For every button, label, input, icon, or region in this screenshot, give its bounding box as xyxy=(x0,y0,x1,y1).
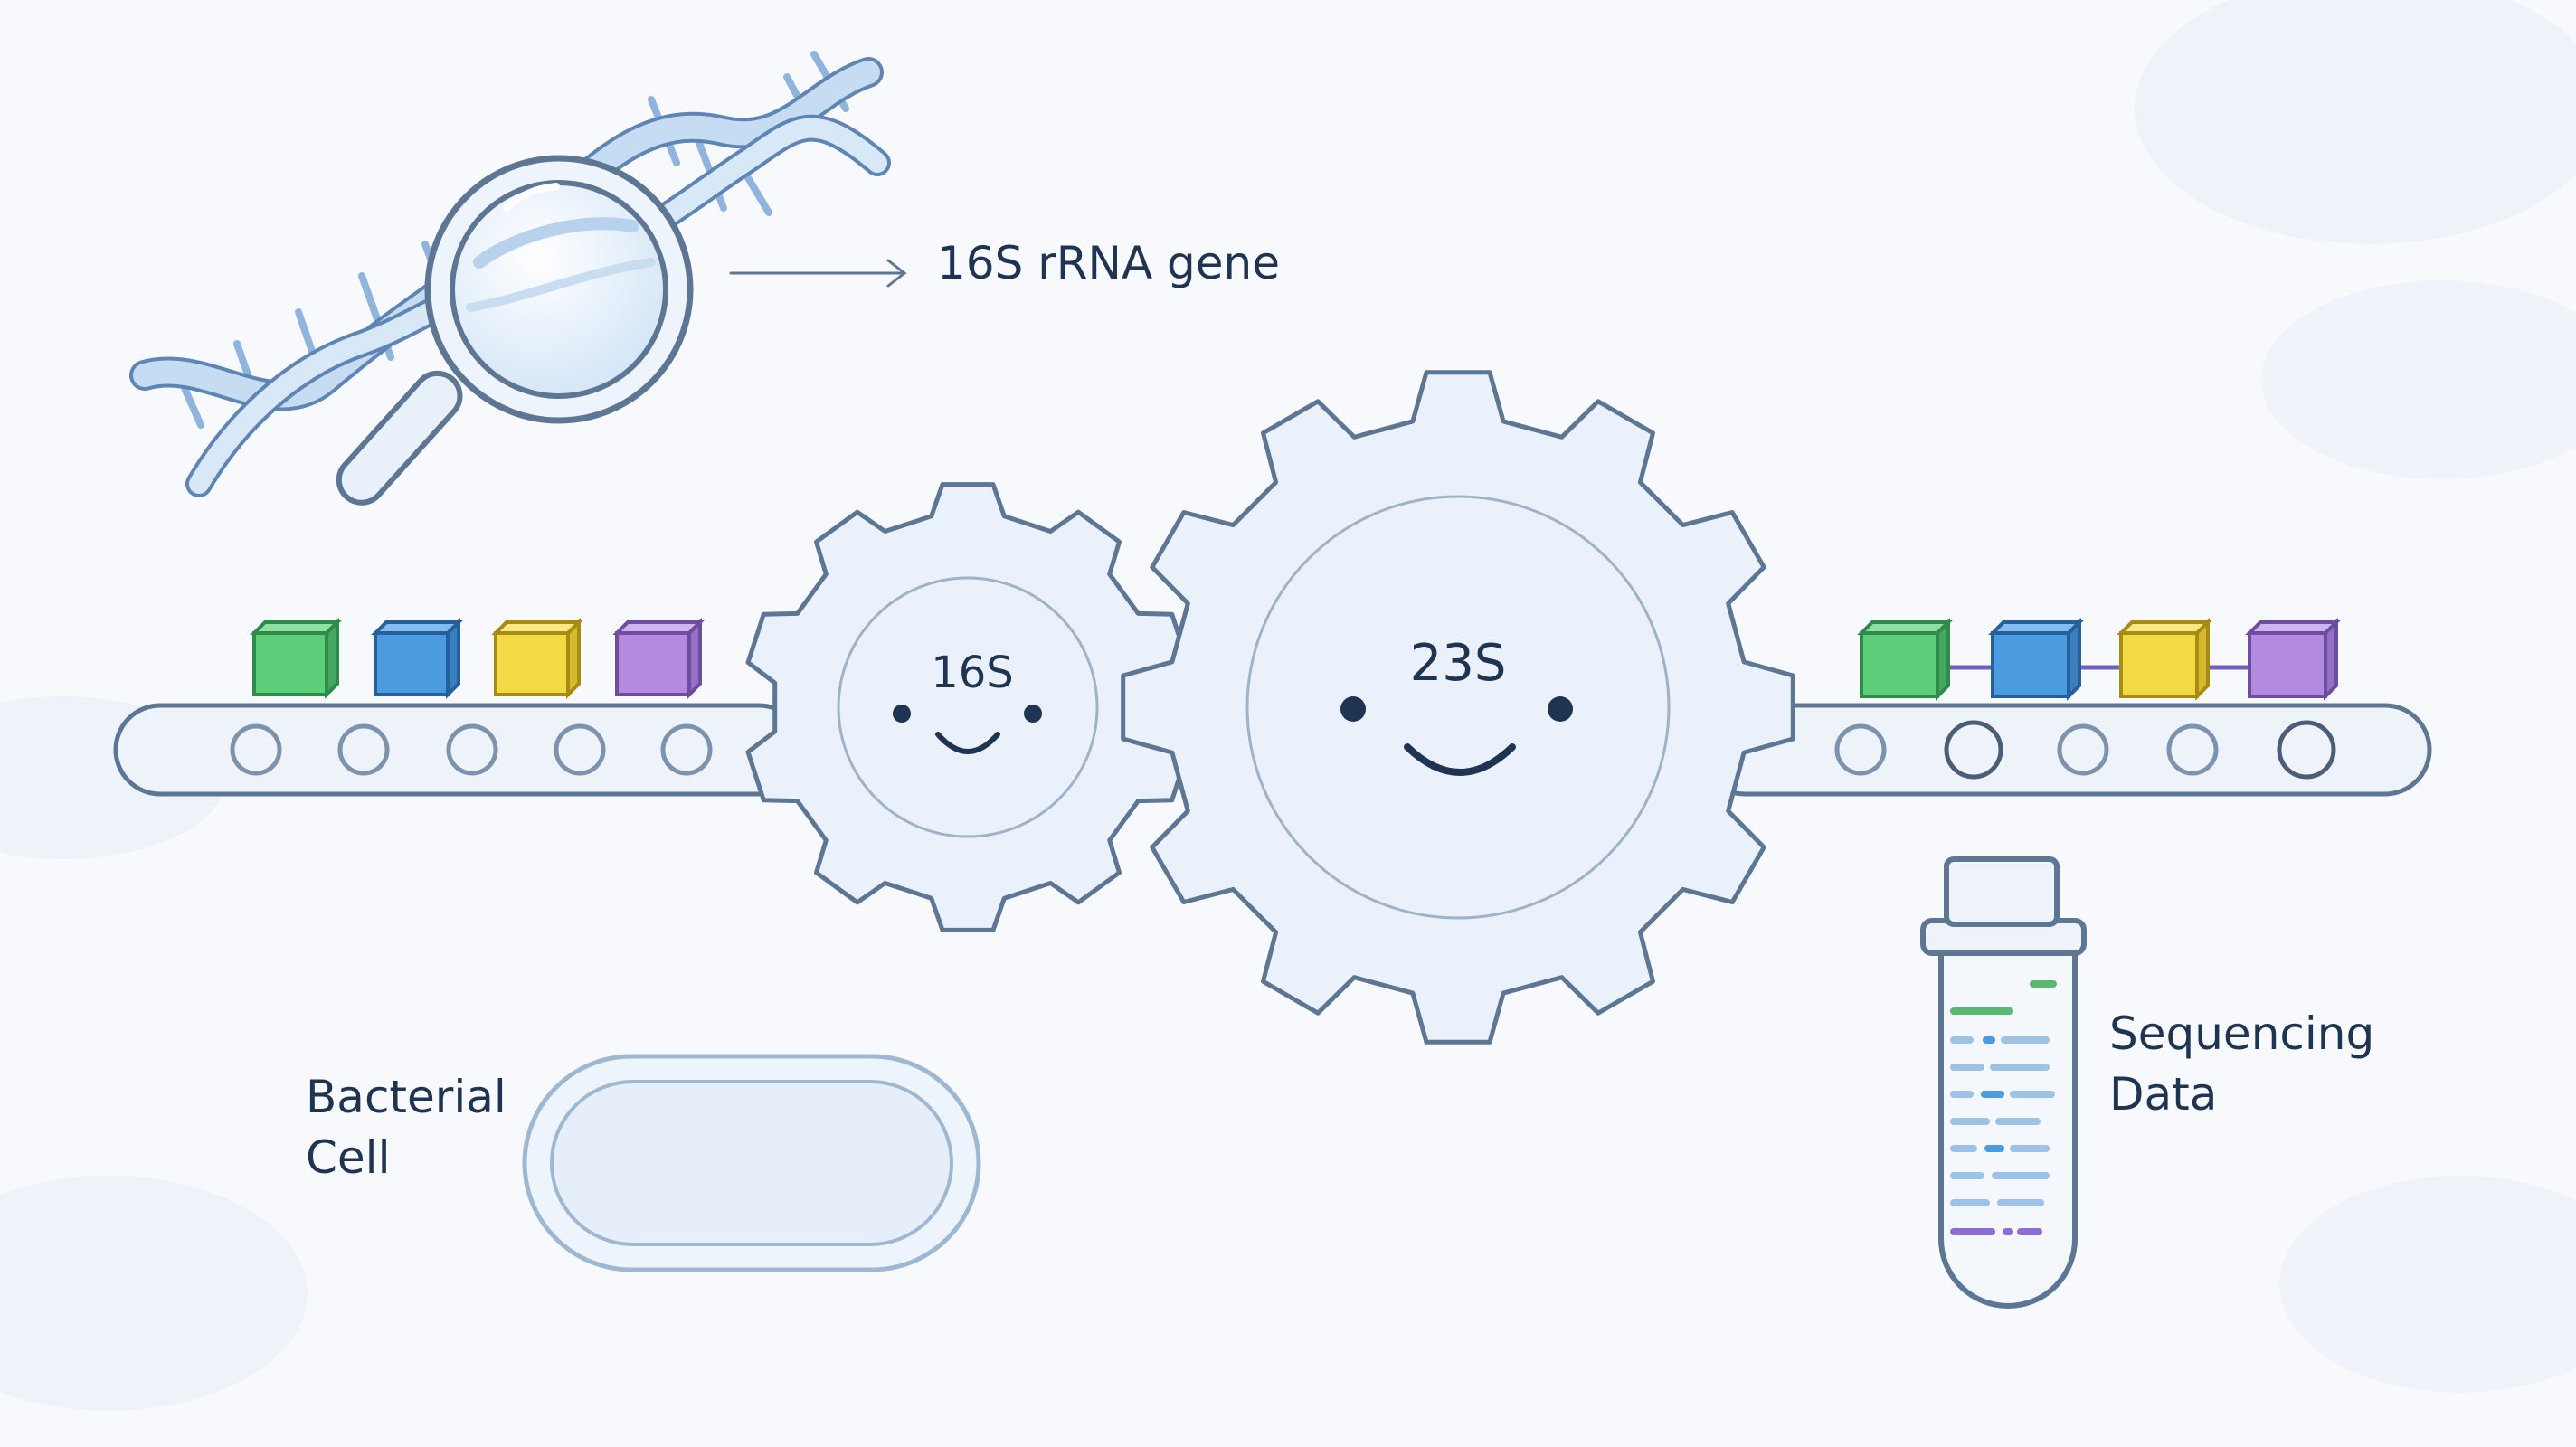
belt-roller xyxy=(337,724,390,776)
belt-roller xyxy=(2166,724,2219,776)
blocks-right xyxy=(1857,618,2341,701)
block-green xyxy=(1857,618,1953,701)
arrow-right-icon xyxy=(729,259,907,288)
block-green xyxy=(250,618,342,699)
belt-roller xyxy=(1834,724,1887,776)
large-gear-23s xyxy=(1121,370,1795,1045)
conveyor-belt-right xyxy=(1698,703,2432,797)
belt-roller xyxy=(1944,720,2003,780)
sequencing-data-label-line1: Sequencing xyxy=(2109,1007,2375,1060)
belt-roller xyxy=(2057,724,2109,776)
belt-roller xyxy=(2277,720,2336,780)
blocks-left xyxy=(250,618,705,699)
large-gear-label: 23S xyxy=(1410,634,1507,693)
block-purple xyxy=(2245,618,2341,701)
block-blue xyxy=(371,618,463,699)
belt-roller xyxy=(230,724,282,776)
belt-roller xyxy=(554,724,606,776)
large-gear-face xyxy=(1340,696,1573,776)
small-gear-16s xyxy=(745,482,1190,932)
small-gear-label: 16S xyxy=(931,648,1014,698)
block-yellow xyxy=(2117,618,2212,701)
sequencing-data-label-line2: Data xyxy=(2109,1068,2218,1121)
small-gear-face xyxy=(893,705,1042,754)
gear-icon: 23S xyxy=(1121,370,1795,1045)
bacterial-cell-label-line1: Bacterial xyxy=(306,1071,507,1123)
belt-roller xyxy=(660,724,713,776)
test-tube-icon xyxy=(1920,856,2087,1309)
magnifying-glass-icon xyxy=(336,155,694,506)
block-blue xyxy=(1988,618,2084,701)
bacterial-cell-label-line2: Cell xyxy=(306,1131,391,1184)
gear-icon: 16S xyxy=(745,482,1190,932)
bacterial-cell-label: Bacterial Cell xyxy=(306,1067,507,1188)
sequence-lines xyxy=(1950,980,2057,1235)
block-purple xyxy=(612,618,705,699)
gene-label: 16S rRNA gene xyxy=(937,237,1281,289)
belt-roller xyxy=(446,724,498,776)
block-yellow xyxy=(491,618,583,699)
conveyor-belt-left xyxy=(113,703,806,797)
background-clouds xyxy=(0,0,2576,1411)
sequencing-data-label: Sequencing Data xyxy=(2109,1004,2374,1125)
bacterial-cell-icon xyxy=(522,1054,981,1272)
